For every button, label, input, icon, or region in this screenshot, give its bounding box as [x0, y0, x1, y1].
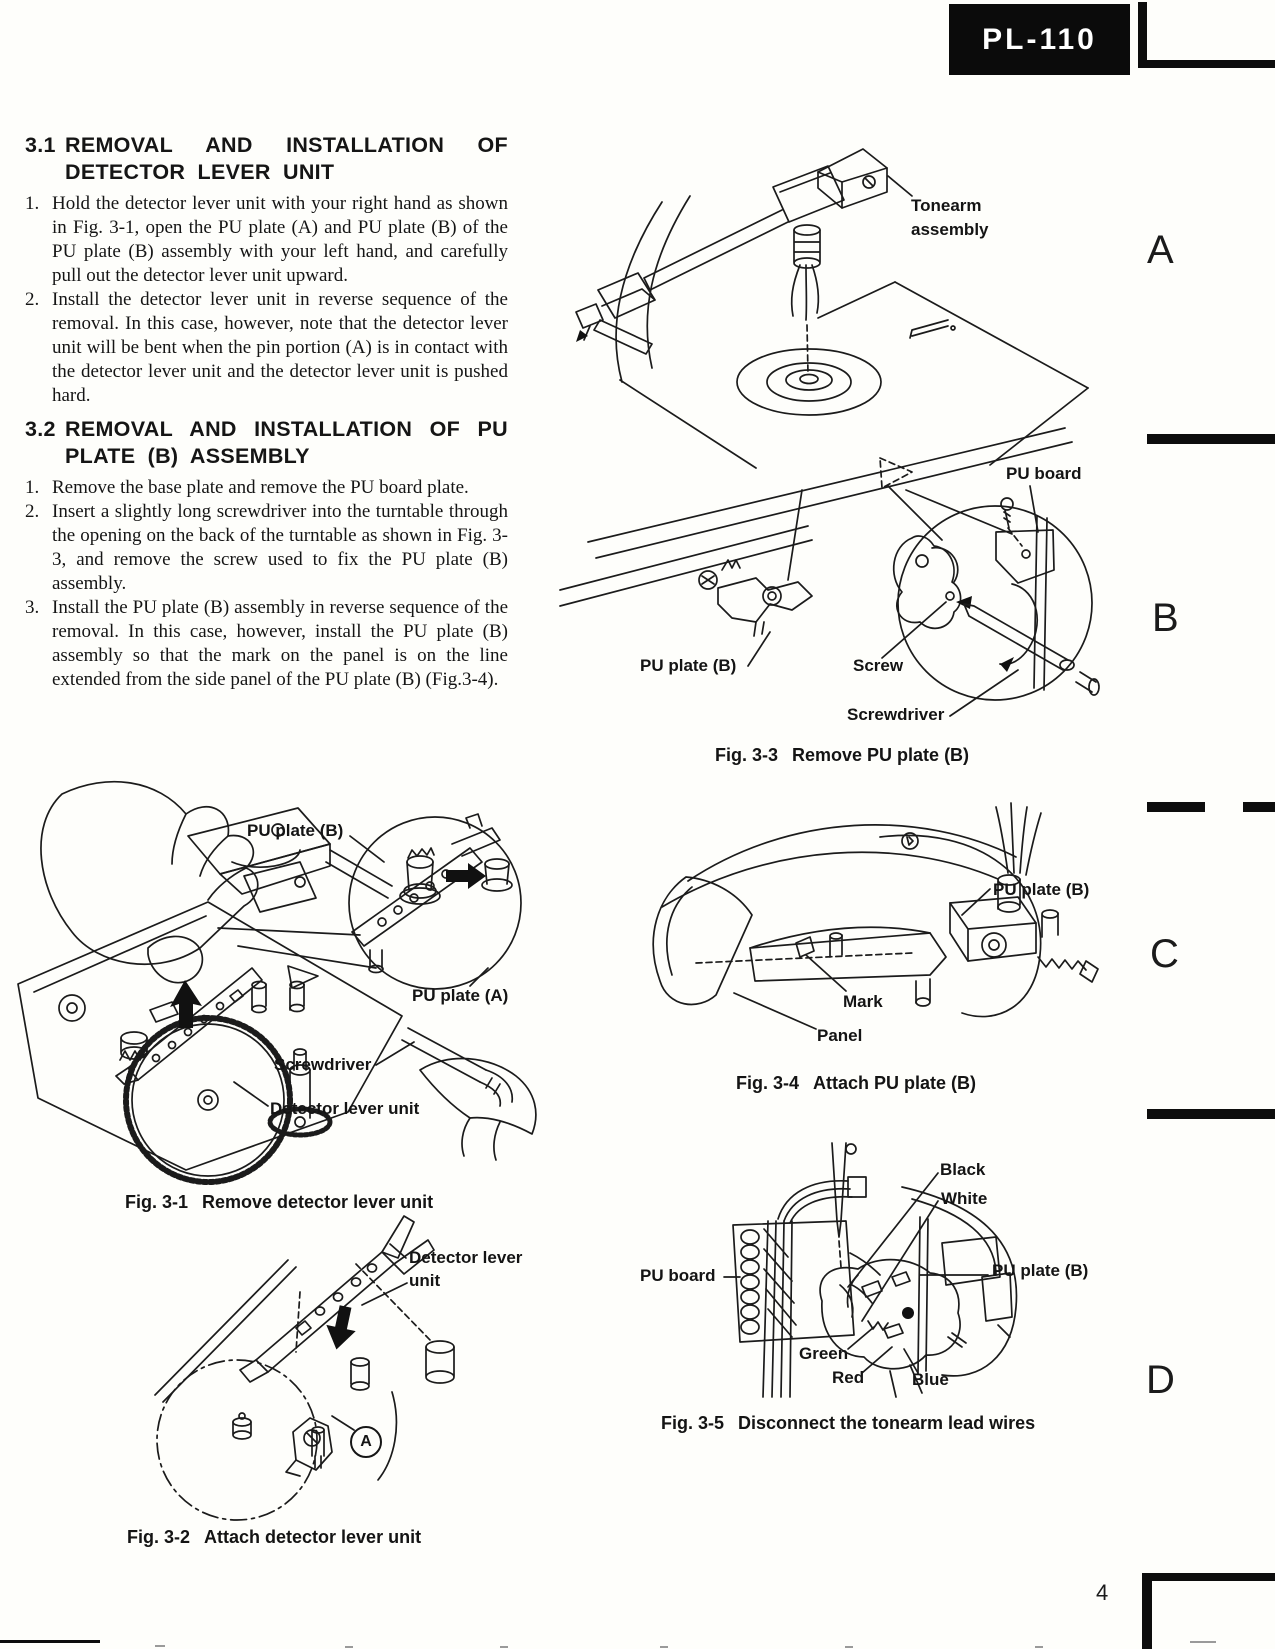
section-number: 3.1: [25, 133, 56, 157]
panel-label: Panel: [817, 1026, 863, 1045]
scan-dash: [1190, 1641, 1216, 1643]
item-number: 1.: [25, 193, 40, 214]
tonearm-assembly-label-line1: Tonearm: [911, 196, 982, 215]
item-number: 2.: [25, 289, 40, 310]
pu-board-label: PU board: [640, 1266, 716, 1285]
top-right-corner-mark-horizontal: [1138, 60, 1275, 68]
bottom-right-corner-mark-horizontal: [1142, 1573, 1275, 1581]
green-wire-label: Green: [799, 1344, 849, 1363]
pu-plate-b-label: PU plate (B): [640, 656, 737, 675]
section-number: 3.2: [25, 417, 56, 441]
section-3-1-heading: 3.1 REMOVAL AND INSTALLATION OF DETECTOR…: [25, 132, 508, 186]
red-wire-label: Red: [832, 1368, 865, 1387]
caption-number: Fig. 3-1: [125, 1192, 189, 1212]
item-number: 1.: [25, 477, 40, 498]
caption-number: Fig. 3-4: [736, 1073, 800, 1093]
item-text: Install the PU plate (B) assembly in rev…: [52, 597, 508, 690]
screwdriver-label: Screwdriver: [274, 1055, 372, 1074]
fig-3-3-illustration: [559, 427, 1100, 717]
bottom-right-corner-mark-vertical: [1142, 1573, 1152, 1649]
scan-dash: [845, 1646, 853, 1648]
margin-letter-a: A: [1147, 228, 1174, 272]
caption-number: Fig. 3-5: [661, 1413, 725, 1433]
section-title-line2: PLATE (B) ASSEMBLY: [65, 444, 310, 468]
tonearm-assembly-label-line2: assembly: [911, 220, 989, 239]
bottom-left-mark: [0, 1640, 100, 1643]
fig-3-2-caption: Fig. 3-2 Attach detector lever unit: [127, 1527, 421, 1548]
page-number: 4: [1096, 1580, 1109, 1605]
scan-dash: [660, 1646, 668, 1648]
list-item: 1. Remove the base plate and remove the …: [25, 476, 508, 500]
item-number: 2.: [25, 501, 40, 522]
mark-label: Mark: [843, 992, 883, 1011]
margin-letter-c: C: [1150, 932, 1179, 976]
margin-bar-3: [1147, 1109, 1275, 1119]
list-item: 1. Hold the detector lever unit with you…: [25, 192, 508, 288]
margin-bar-1: [1147, 434, 1275, 444]
section-title-line1: REMOVAL AND INSTALLATION OF: [65, 133, 508, 157]
margin-bar-2a: [1147, 802, 1205, 812]
callout-a-badge: A: [350, 1426, 382, 1458]
list-item: 2. Install the detector lever unit in re…: [25, 288, 508, 408]
margin-letter-b: B: [1152, 596, 1179, 640]
item-text: Hold the detector lever unit with your r…: [52, 193, 508, 286]
text-column: 3.1 REMOVAL AND INSTALLATION OF DETECTOR…: [25, 132, 508, 692]
caption-text: Attach detector lever unit: [204, 1527, 422, 1547]
margin-bar-2b: [1243, 802, 1275, 812]
scan-dash: [500, 1646, 508, 1648]
screw-label: Screw: [853, 656, 904, 675]
model-badge: PL-110: [949, 4, 1130, 75]
section-title-line2: DETECTOR LEVER UNIT: [65, 160, 335, 184]
item-text: Remove the base plate and remove the PU …: [52, 477, 469, 498]
caption-text: Remove PU plate (B): [792, 745, 970, 765]
pu-plate-b-label: PU plate (B): [993, 880, 1090, 899]
section-3-1-body: 1. Hold the detector lever unit with you…: [25, 192, 508, 408]
fig-3-3-caption: Fig. 3-3 Remove PU plate (B): [715, 745, 969, 766]
scan-dash: [345, 1646, 353, 1648]
fig-3-4-illustration: [652, 802, 1099, 1030]
caption-text: Disconnect the tonearm lead wires: [738, 1413, 1036, 1433]
white-wire-label: White: [941, 1189, 988, 1208]
detector-lever-label-line1: Detector lever: [409, 1248, 523, 1267]
fig-3-1-illustration: [17, 780, 537, 1185]
screwdriver-label: Screwdriver: [847, 705, 945, 724]
pu-plate-b-label: PU plate (B): [992, 1261, 1089, 1280]
fig-3-5-caption: Fig. 3-5 Disconnect the tonearm lead wire…: [661, 1413, 1035, 1434]
scan-dash: [155, 1645, 165, 1647]
callout-a-letter: A: [360, 1433, 372, 1450]
blue-wire-label: Blue: [912, 1370, 949, 1389]
detector-lever-unit-label: Detector lever unit: [270, 1099, 420, 1118]
fig-3-4-caption: Fig. 3-4 Attach PU plate (B): [736, 1073, 976, 1094]
item-text: Insert a slightly long screwdriver into …: [52, 501, 508, 594]
section-3-2-heading: 3.2 REMOVAL AND INSTALLATION OF PU PLATE…: [25, 416, 508, 470]
caption-number: Fig. 3-2: [127, 1527, 191, 1547]
fig-3-2-illustration: [154, 1215, 455, 1521]
margin-letter-d: D: [1146, 1358, 1175, 1402]
black-wire-label: Black: [940, 1160, 986, 1179]
caption-text: Remove detector lever unit: [202, 1192, 434, 1212]
caption-number: Fig. 3-3: [715, 745, 779, 765]
caption-text: Attach PU plate (B): [813, 1073, 977, 1093]
pu-board-label: PU board: [1006, 464, 1082, 483]
item-number: 3.: [25, 597, 40, 618]
scan-dash: [1035, 1646, 1043, 1648]
item-text: Install the detector lever unit in rever…: [52, 289, 508, 406]
fig-3-5-illustration: [723, 1142, 1018, 1398]
section-3-2-body: 1. Remove the base plate and remove the …: [25, 476, 508, 692]
tonearm-assembly-illustration: [575, 148, 1089, 469]
list-item: 3. Install the PU plate (B) assembly in …: [25, 596, 508, 692]
list-item: 2. Insert a slightly long screwdriver in…: [25, 500, 508, 596]
fig-3-1-caption: Fig. 3-1 Remove detector lever unit: [125, 1192, 433, 1213]
section-title-line1: REMOVAL AND INSTALLATION OF PU: [65, 417, 508, 441]
pu-plate-a-label: PU plate (A): [412, 986, 509, 1005]
top-right-corner-mark-vertical: [1138, 2, 1147, 68]
detector-lever-label-line2: unit: [409, 1271, 441, 1290]
pu-plate-b-label: PU plate (B): [247, 821, 344, 840]
